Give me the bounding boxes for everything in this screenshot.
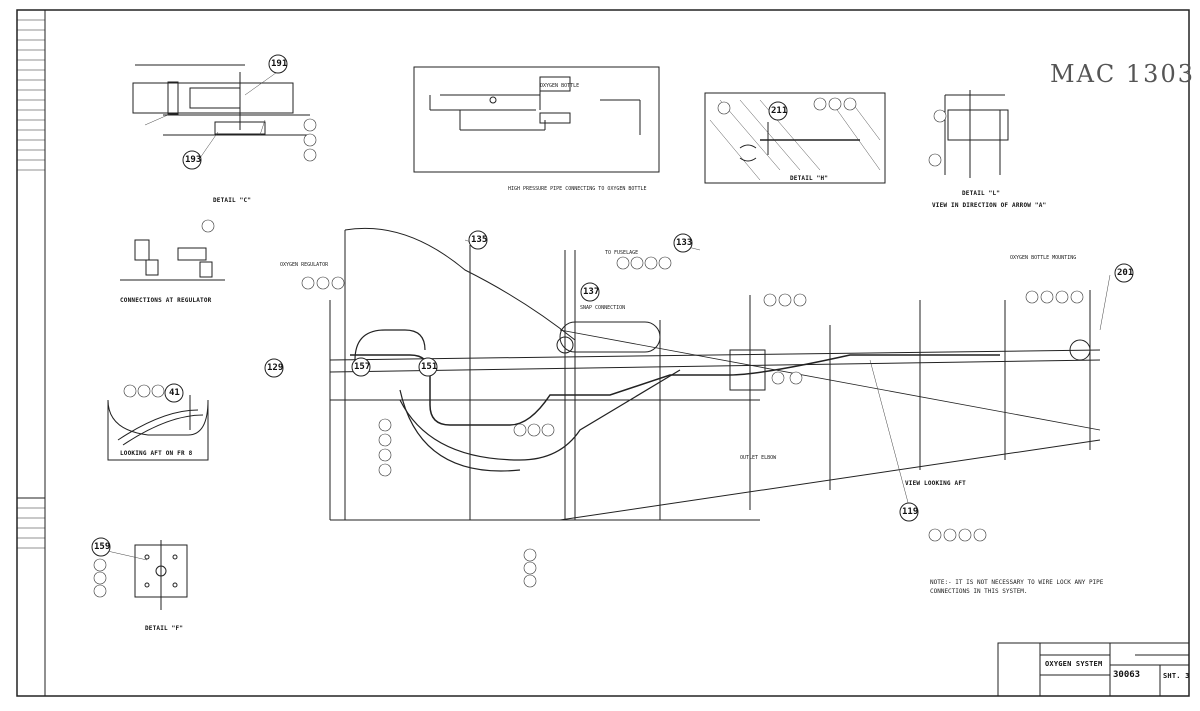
- general-note: NOTE:- IT IS NOT NECESSARY TO WIRE LOCK …: [930, 579, 1104, 595]
- oxygen-bottle-callout: OXYGEN BOTTLE: [540, 83, 580, 89]
- drawing-stamp: MAC 1303: [1050, 60, 1195, 88]
- bubble-157: 157: [354, 362, 371, 372]
- bubble-133: 133: [676, 238, 693, 248]
- bottle-mounting-callout: OXYGEN BOTTLE MOUNTING: [1010, 255, 1077, 261]
- sheet-number: SHT. 3: [1163, 672, 1190, 680]
- snap-connection-callout: SNAP CONNECTION: [580, 305, 626, 311]
- oxygen-regulator-callout: OXYGEN REGULATOR: [280, 262, 329, 268]
- view-arrow-label: VIEW IN DIRECTION OF ARROW "A": [932, 202, 1047, 209]
- drawing-number: 30063: [1113, 670, 1141, 680]
- detail-c-label: DETAIL "C": [213, 197, 252, 204]
- view-at-rear-label: VIEW LOOKING AFT: [905, 480, 966, 487]
- bubble-211: 211: [771, 106, 788, 116]
- bubble-201: 201: [1117, 268, 1134, 278]
- high-pressure-pipe-callout: HIGH PRESSURE PIPE CONNECTING TO OXYGEN …: [508, 186, 647, 192]
- drawing-title: OXYGEN SYSTEM: [1045, 660, 1103, 668]
- bubble-129: 129: [267, 363, 284, 373]
- bubble-135: 135: [471, 235, 488, 245]
- bubble-159: 159: [94, 542, 111, 552]
- detail-l-label: DETAIL "L": [962, 190, 1001, 197]
- bubble-41: 41: [169, 388, 180, 398]
- bubble-119: 119: [902, 507, 919, 517]
- detail-h-label: DETAIL "H": [790, 175, 829, 182]
- to-fuselage-callout: TO FUSELAGE: [605, 250, 639, 256]
- bubble-191: 191: [271, 59, 288, 69]
- bubble-151: 151: [421, 362, 438, 372]
- connections-regulator-label: CONNECTIONS AT REGULATOR: [120, 297, 212, 304]
- bubble-137: 137: [583, 287, 600, 297]
- bubble-193: 193: [185, 155, 202, 165]
- detail-f-label: DETAIL "F": [145, 625, 184, 632]
- outlet-elbow-callout: OUTLET ELBOW: [740, 455, 777, 461]
- looking-aft-label: LOOKING AFT ON FR 8: [120, 450, 193, 457]
